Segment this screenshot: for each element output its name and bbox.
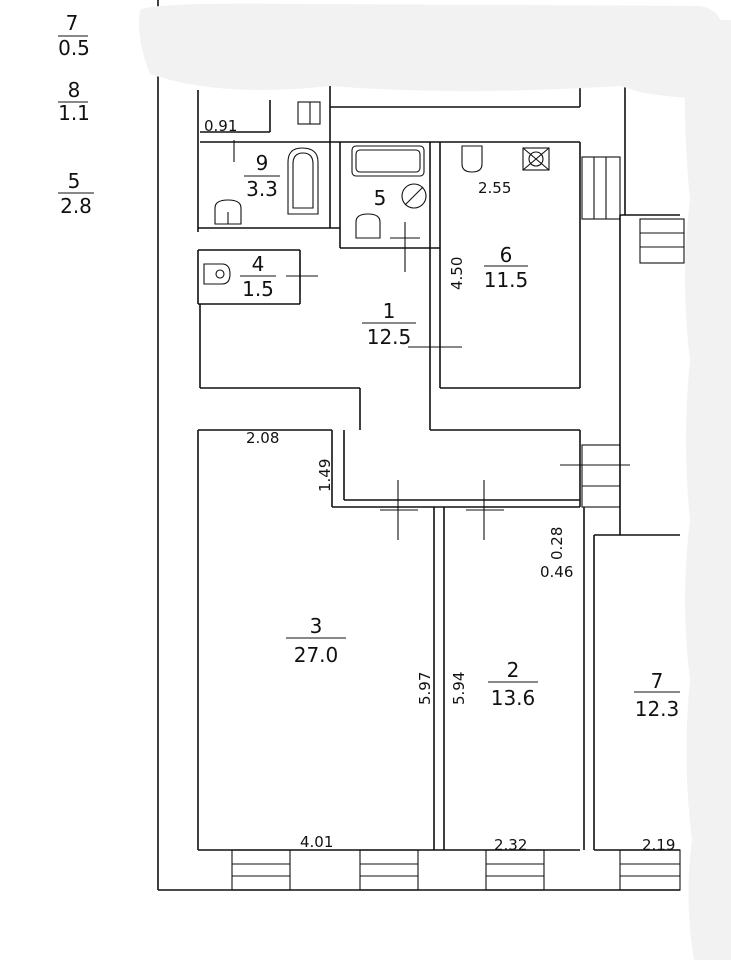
fixture-icon-top [297, 101, 321, 125]
doors [233, 140, 630, 540]
toilet-icon-room4 [203, 263, 231, 285]
room-9-number: 9 [256, 151, 269, 175]
dim-4-01: 4.01 [300, 833, 333, 851]
dimension-labels: 0.91 2.55 4.50 2.08 1.49 0.28 0.46 5.97 … [204, 117, 675, 854]
legend-room-7: 7 [66, 11, 79, 35]
legend-room-8: 8 [68, 78, 81, 102]
room-labels: 9 3.3 5 6 11.5 4 1.5 1 12.5 3 27.0 2 13.… [240, 151, 680, 721]
dim-0-28: 0.28 [548, 527, 566, 560]
bathtub-icon [287, 147, 319, 215]
dim-4-50: 4.50 [448, 257, 466, 290]
legend: 7 0.5 8 1.1 5 2.8 [58, 11, 94, 218]
redaction-overlay [139, 3, 731, 960]
dim-5-97: 5.97 [416, 672, 434, 705]
dim-2-55: 2.55 [478, 179, 511, 197]
room-4-area: 1.5 [242, 277, 274, 301]
room-6-area: 11.5 [484, 268, 529, 292]
room-7-number: 7 [651, 669, 664, 693]
room-1-number: 1 [383, 299, 396, 323]
dim-2-32: 2.32 [494, 836, 527, 854]
interior-walls [197, 85, 680, 851]
stove-icon [522, 147, 550, 171]
legend-area-7: 0.5 [58, 36, 90, 60]
dim-2-19: 2.19 [642, 836, 675, 854]
dim-0-91: 0.91 [204, 117, 237, 135]
dim-1-49: 1.49 [316, 459, 334, 492]
legend-area-5: 2.8 [60, 194, 92, 218]
room-2-number: 2 [507, 658, 520, 682]
room-3-area: 27.0 [294, 643, 339, 667]
legend-area-8: 1.1 [58, 101, 90, 125]
dim-5-94: 5.94 [450, 672, 468, 705]
sink-icon [214, 199, 242, 225]
room-3-number: 3 [310, 614, 323, 638]
room-1-area: 12.5 [367, 325, 412, 349]
room-7-area: 12.3 [635, 697, 680, 721]
room-6-number: 6 [500, 243, 513, 267]
toilet-icon-room5 [355, 213, 381, 239]
room-9-area: 3.3 [246, 177, 278, 201]
toilet-icon-room6 [461, 145, 483, 173]
bathtub-icon-room5 [351, 145, 425, 177]
fixtures [203, 101, 550, 285]
room-2-area: 13.6 [491, 686, 536, 710]
room-5-number: 5 [374, 186, 387, 210]
dim-2-08: 2.08 [246, 429, 279, 447]
dim-0-46: 0.46 [540, 563, 573, 581]
windows [231, 156, 685, 891]
legend-room-5: 5 [68, 169, 81, 193]
room-4-number: 4 [252, 252, 265, 276]
floor-drain-icon [401, 183, 427, 209]
